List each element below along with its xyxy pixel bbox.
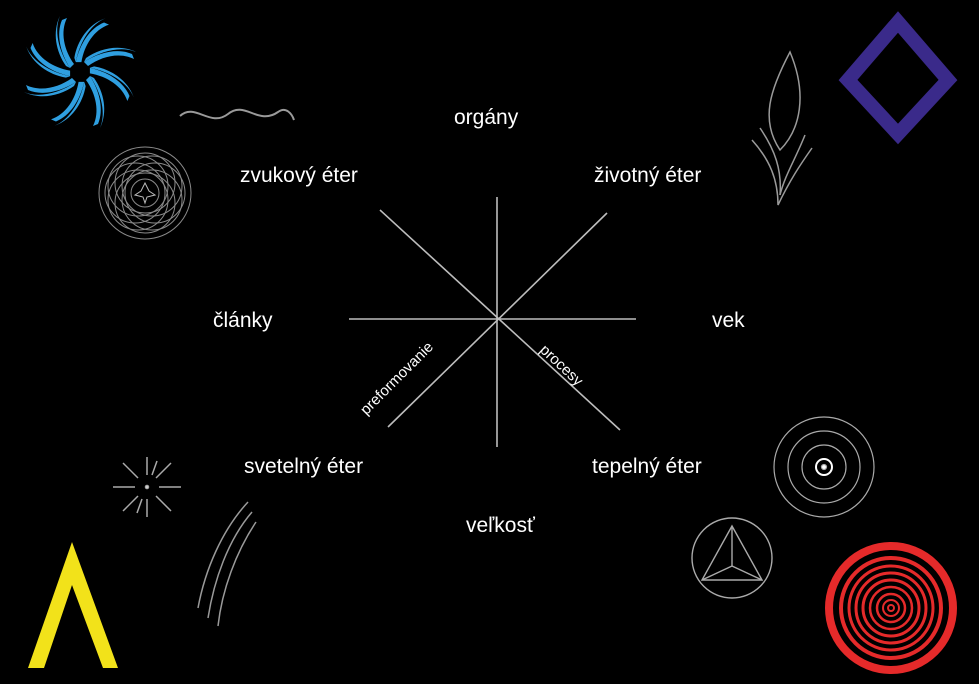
label-top: orgány [454,106,519,129]
label-left: články [213,309,273,332]
target-icon [825,542,957,674]
axis-diagonal-2 [387,212,608,428]
starburst-icon [113,457,181,517]
label-top-left: zvukový éter [240,164,358,187]
label-top-right: životný éter [594,164,702,187]
concentric-circles-icon [773,416,875,518]
spiral-icon [23,15,137,129]
diamond-icon [838,11,958,145]
axis-diagonal-1 [379,209,621,431]
label-right: vek [712,309,745,332]
triangle-circle-icon [691,517,773,599]
label-bottom: veľkosť [466,514,535,537]
chevron-icon [28,542,118,668]
wave-icon [179,108,295,121]
flame-leaf-icon [751,50,813,206]
label-bottom-right: tepelný éter [592,455,702,478]
flower-icon [98,146,192,240]
label-bottom-left: svetelný éter [244,455,364,478]
arc-lines-icon [197,501,257,627]
